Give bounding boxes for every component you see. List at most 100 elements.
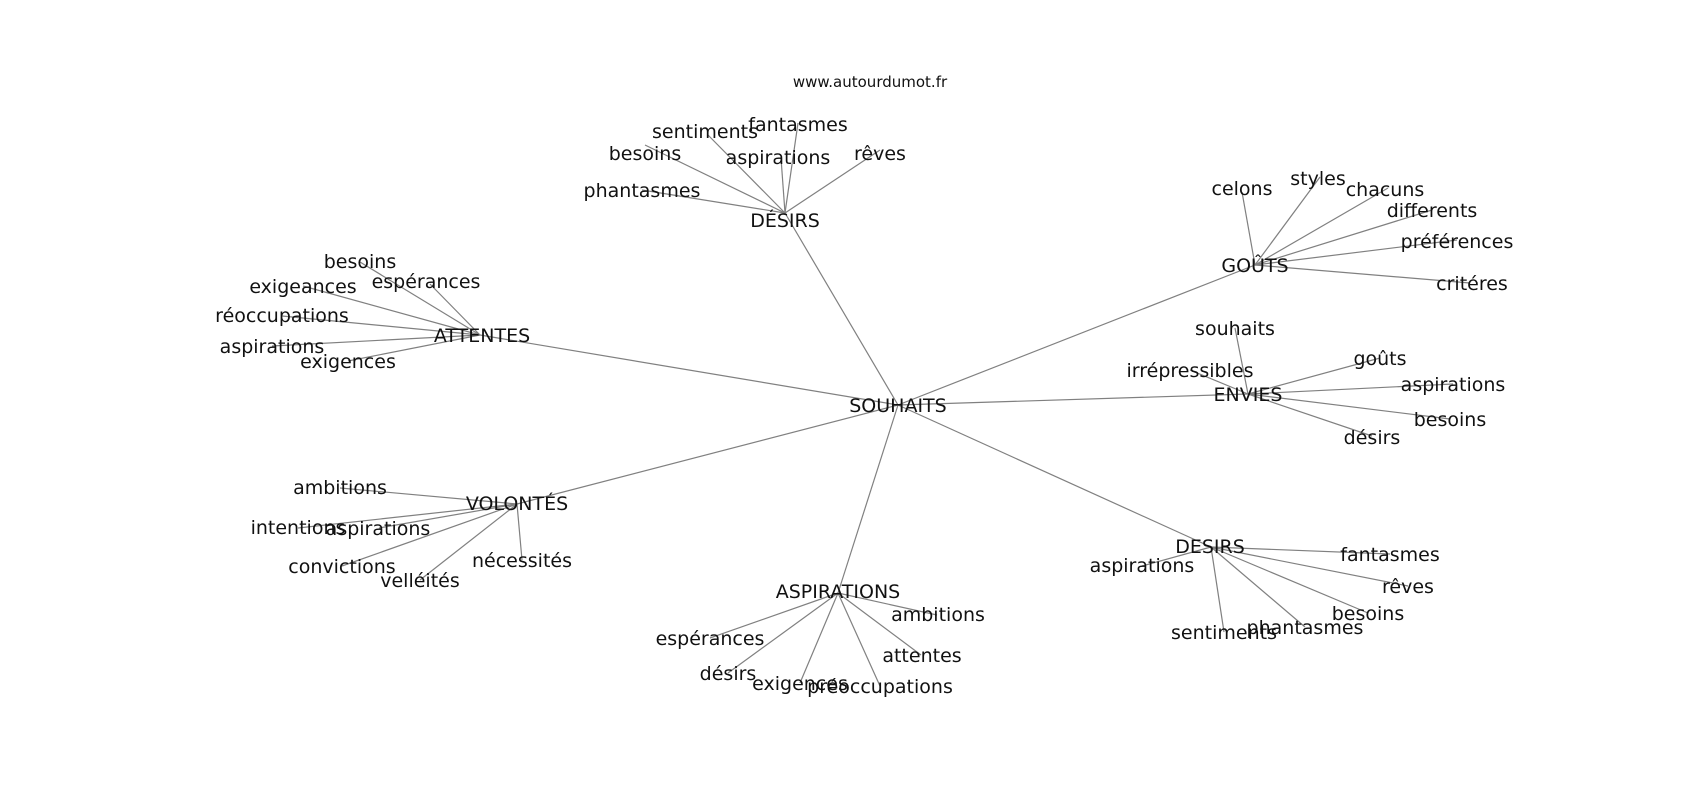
leaf-node-label: ambitions (293, 477, 387, 499)
leaf-node-label: rêves (854, 143, 906, 165)
leaf-node-label: convictions (288, 556, 395, 578)
leaf-node-label: préférences (1401, 231, 1514, 253)
edge-hub-to-leaf (727, 592, 839, 674)
leaf-node-label: exigeances (249, 276, 356, 298)
edge-hub-to-leaf (1210, 546, 1409, 587)
leaf-node-label: besoins (1414, 409, 1487, 431)
edge-hub-to-leaf (1234, 327, 1249, 395)
edge-hub-to-leaf (1189, 369, 1249, 395)
leaf-node-label: irrépressibles (1127, 360, 1254, 382)
edge-hub-to-leaf (419, 503, 518, 581)
edge-hub-to-leaf (644, 144, 786, 214)
edge-center-to-hub (897, 404, 1212, 548)
leaf-node-label: besoins (609, 143, 682, 165)
leaf-node-label: préoccupations (807, 676, 953, 698)
leaf-node-label: aspirations (1090, 555, 1195, 577)
leaf-node-label: fantasmes (1340, 544, 1439, 566)
leaf-node-label: désirs (700, 663, 757, 685)
leaf-node-label: sentiments (1171, 622, 1277, 644)
edge-hub-to-leaf (1210, 546, 1369, 614)
edge-center-to-hub (784, 212, 899, 406)
edge-hub-to-leaf (1254, 264, 1471, 284)
edge-hub-to-leaf (837, 592, 938, 616)
edge-hub-to-leaf (347, 334, 481, 362)
leaf-node-label: espérances (372, 271, 481, 293)
leaf-node-label: attentes (882, 645, 961, 667)
edge-hub-to-leaf (1241, 191, 1256, 266)
hub-node-label: GOÛTS (1221, 253, 1288, 277)
edge-hub-to-leaf (1210, 546, 1225, 633)
edge-center-to-hub (897, 264, 1256, 406)
edge-hub-to-leaf (297, 503, 518, 529)
edge-hub-to-leaf (1247, 393, 1451, 420)
leaf-node-label: aspirations (326, 518, 431, 540)
hub-node-label: ASPIRATIONS (776, 581, 901, 603)
leaf-node-label: differents (1387, 200, 1478, 222)
edge-hub-to-leaf (1254, 209, 1433, 266)
edge-hub-to-leaf (784, 149, 881, 214)
edge-hub-to-leaf (1141, 546, 1212, 567)
hub-node-label: DESIRS (1175, 536, 1245, 558)
edge-hub-to-leaf (359, 261, 481, 336)
leaf-node-label: phantasmes (584, 180, 701, 202)
edge-hub-to-leaf (378, 503, 518, 529)
leaf-node-label: exigences (300, 351, 396, 373)
leaf-node-label: besoins (1332, 603, 1405, 625)
edge-hub-to-leaf (1254, 239, 1458, 266)
edge-hub-to-leaf (1254, 187, 1389, 266)
edge-hub-to-leaf (1247, 393, 1373, 437)
edge-hub-to-leaf (1210, 546, 1306, 628)
edge-hub-to-leaf (641, 189, 786, 214)
edge-hub-to-leaf (341, 503, 518, 567)
leaf-node-label: critéres (1436, 273, 1508, 295)
edge-hub-to-leaf (1247, 357, 1381, 395)
leaf-node-label: phantasmes (1247, 617, 1364, 639)
leaf-node-label: ambitions (891, 604, 985, 626)
leaf-node-label: rêves (1382, 576, 1434, 598)
leaf-node-label: intentions (251, 517, 346, 539)
hub-node-label: DÉSIRS (750, 209, 820, 232)
leaf-node-label: nécessités (472, 550, 572, 572)
leaf-node-label: velléités (380, 570, 460, 592)
leaf-node-label: besoins (324, 251, 397, 273)
center-node-label: SOUHAITS (849, 395, 946, 417)
edge-hub-to-leaf (281, 315, 481, 336)
edge-hub-to-leaf (1254, 176, 1321, 266)
leaf-node-label: souhaits (1195, 318, 1275, 340)
edge-hub-to-leaf (1247, 383, 1454, 395)
leaf-node-label: chacuns (1346, 179, 1425, 201)
leaf-node-label: espérances (656, 628, 765, 650)
leaf-node-label: réoccupations (215, 305, 349, 327)
leaf-node-label: aspirations (220, 336, 325, 358)
edge-hub-to-leaf (837, 592, 922, 656)
edge-center-to-hub (837, 404, 899, 594)
edge-hub-to-leaf (429, 283, 481, 336)
edge-hub-to-leaf (271, 334, 481, 347)
hub-node-label: ATTENTES (434, 325, 530, 347)
leaf-node-label: styles (1290, 168, 1345, 190)
edge-hub-to-leaf (707, 134, 786, 214)
edge-hub-to-leaf (302, 285, 481, 336)
leaf-node-label: celons (1212, 178, 1273, 200)
leaf-node-label: sentiments (652, 121, 758, 143)
edge-hub-to-leaf (780, 157, 786, 214)
edge-hub-to-leaf (837, 592, 881, 687)
leaf-node-label: fantasmes (748, 114, 847, 136)
labels-layer: www.autourdumot.fr sentimentsfantasmesbe… (215, 73, 1513, 698)
edge-hub-to-leaf (516, 503, 523, 561)
edge-hub-to-leaf (1210, 546, 1391, 555)
leaf-node-label: exigences (752, 673, 848, 695)
edge-hub-to-leaf (709, 592, 839, 639)
edges-layer (271, 122, 1471, 687)
edge-hub-to-leaf (799, 592, 839, 684)
hub-node-label: VOLONTÉS (466, 492, 568, 515)
leaf-node-label: goûts (1353, 348, 1406, 370)
leaf-node-label: désirs (1344, 427, 1401, 449)
edge-hub-to-leaf (339, 487, 518, 505)
edge-center-to-hub (479, 334, 899, 406)
edge-hub-to-leaf (784, 122, 799, 214)
leaf-node-label: aspirations (1401, 374, 1506, 396)
hub-node-label: ENVIES (1214, 384, 1283, 406)
edge-center-to-hub (516, 404, 899, 505)
